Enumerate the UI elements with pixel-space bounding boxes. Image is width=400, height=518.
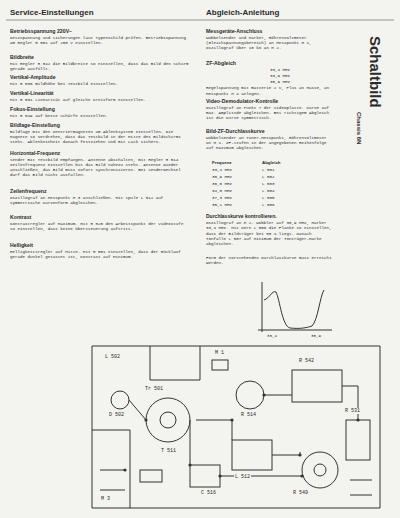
page-title: Service-Einstellungen [10,8,200,18]
body-text: Kontrastregler auf Maximum. Mit R 520 de… [10,222,190,233]
body-text: 33,9 MHz [270,74,320,79]
body-text: 33,4 MHz [270,68,320,73]
section-heading: Kontrast [10,214,190,221]
body-text: L 504 [262,189,312,194]
body-text: Mit R 531 Linearität auf gleiche Kreisfo… [10,98,190,103]
component-label: 38,9 [310,334,322,339]
body-text: Oszillograf an Punkt 7 der Videoplatte. … [206,106,332,122]
body-text: L 502 [262,175,312,180]
component-label: D 502 [108,412,125,418]
section-heading: Chassis 6N [355,112,363,144]
component-label: R 549 [292,490,309,496]
section-heading: Messgeräte-Anschluss [206,28,332,35]
component-label: L 502 [104,354,121,360]
section-heading: Fokus-Einstellung [10,106,190,113]
body-text: Sender mit Testbild empfangen. Antenne a… [10,158,190,179]
section-heading: Vertikal-Amplitude [10,74,190,81]
section-heading: Bildbreite [10,54,190,61]
body-text: Mit R 530 Bildhöhe bei Testbild einstell… [10,82,190,87]
section-heading: Bildlage-Einstellung [10,122,190,129]
body-text: Helligkeitsregler auf Mitte. Mit R 551 e… [10,250,190,261]
section-heading: Abgleich [262,160,312,166]
body-text: L 501 [262,168,312,173]
section-heading: Zeilenfrequenz [10,188,190,195]
body-text: Wobbelsender an Tuner-Messpunkt, Röhrenv… [206,136,332,152]
body-text: L 505 [262,196,312,201]
body-text: Bildlage mit den Zentriermagneten am Abl… [10,130,190,146]
body-text: L 506 [262,203,312,208]
body-text: 38,9 MHz [270,80,320,85]
body-text: Netzspannung und Sicherungen laut Typens… [10,36,190,47]
body-text: 33,4 MHz [212,168,262,173]
component-label: M 1 [214,350,225,356]
section-heading: Durchlasskurve kontrollieren. [206,213,332,219]
section-heading: Horizontal-Frequenz [10,150,190,157]
section-heading: Video-Demodulator-Kontrolle [206,98,332,105]
component-label: Tr 501 [144,386,164,392]
section-heading: Abgleich-Anleitung [206,8,326,18]
component-label: R 542 [298,358,315,364]
response-curve [258,282,332,332]
body-text: 36,0 MHz [212,182,262,187]
section-heading: Vertikal-Linearität [10,90,190,97]
body-text: Oszillograf an Messpunkt M 3 anschließen… [10,196,190,207]
body-text: Mit Regler R 542 die Bildbreite so einst… [10,62,190,73]
rule [6,20,394,21]
body-text: L 503 [262,182,312,187]
section-heading: Bild-ZF-Durchlasskurve [206,128,332,135]
body-text: 38,9 MHz [212,175,262,180]
solder-points [123,393,359,477]
component-label: 33,4 [266,334,278,339]
pcb-layout [92,346,380,508]
component-label: C 516 [200,490,217,496]
section-heading: Betriebsspannung 220V~ [10,28,190,35]
body-text: Mit R 549 auf beste Schärfe einstellen. [10,114,190,119]
body-text: 37,3 MHz [212,196,262,201]
component-label: L 512 [234,474,251,480]
body-text: Oszillograf an M 2. Wobbler auf 38,9 MHz… [206,221,332,247]
component-label: M 3 [100,496,111,502]
body-text: Form der vorstehenden Durchlasskurve mus… [206,256,332,267]
body-text: 35,1 MHz [212,203,262,208]
section-heading: Schaltbild [365,36,384,108]
component-label: R 531 [344,408,361,414]
section-heading: ZF-Abgleich [206,60,266,67]
body-text: Wobbelsender und Marker, Röhrenvoltmeter… [206,36,332,52]
section-heading: Helligkeit [10,242,190,249]
component-label: R 514 [240,412,257,418]
component-label: T 511 [160,448,177,454]
section-heading: Frequenz [212,160,262,166]
body-text: Regelspannung mit Batterie 2 V, Plus an … [206,86,332,97]
body-text: 34,5 MHz [212,189,262,194]
